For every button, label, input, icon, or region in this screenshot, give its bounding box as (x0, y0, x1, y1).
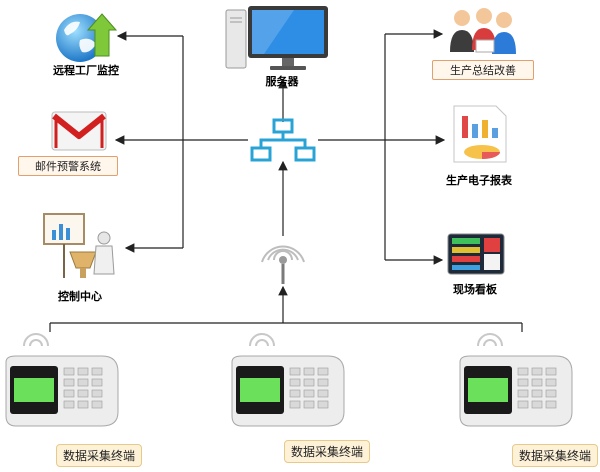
dashboard-screen-icon (447, 233, 505, 275)
server-label: 服务器 (265, 75, 299, 88)
data-terminal-1 (2, 328, 122, 432)
site-board-node (446, 232, 506, 278)
data-terminal-icon (231, 333, 345, 427)
terminal-label-3: 数据采集终端 (512, 444, 599, 467)
terminal-label-2: 数据采集终端 (284, 440, 371, 463)
mail-envelope-icon (51, 111, 107, 151)
production-improve-node (446, 6, 518, 58)
data-terminal-2 (228, 328, 348, 432)
globe-icon (56, 13, 118, 62)
production-report-node (448, 104, 510, 166)
presenter-board-icon (43, 213, 115, 278)
wireless-antenna-node (258, 234, 308, 288)
wireless-antenna-icon (261, 245, 305, 284)
data-terminal-3 (456, 328, 576, 432)
terminal-label-1: 数据采集终端 (56, 444, 143, 467)
meeting-people-icon (450, 8, 516, 54)
data-terminal-icon (459, 333, 573, 427)
control-center-node (40, 210, 120, 282)
production-report-label: 生产电子报表 (446, 174, 512, 187)
remote-monitor-label: 远程工厂监控 (53, 64, 119, 77)
server-node (224, 4, 334, 74)
data-terminal-icon (5, 333, 119, 427)
production-improve-label: 生产总结改善 (432, 60, 534, 80)
mail-alert-label: 邮件预警系统 (18, 156, 118, 176)
network-topology-icon (250, 118, 316, 162)
control-center-label: 控制中心 (58, 290, 102, 303)
network-hub-node (248, 118, 318, 164)
remote-monitor-node (50, 8, 120, 68)
mail-alert-node (48, 106, 110, 154)
report-chart-icon (453, 105, 507, 163)
server-computer-icon (225, 6, 328, 70)
site-board-label: 现场看板 (453, 283, 497, 296)
